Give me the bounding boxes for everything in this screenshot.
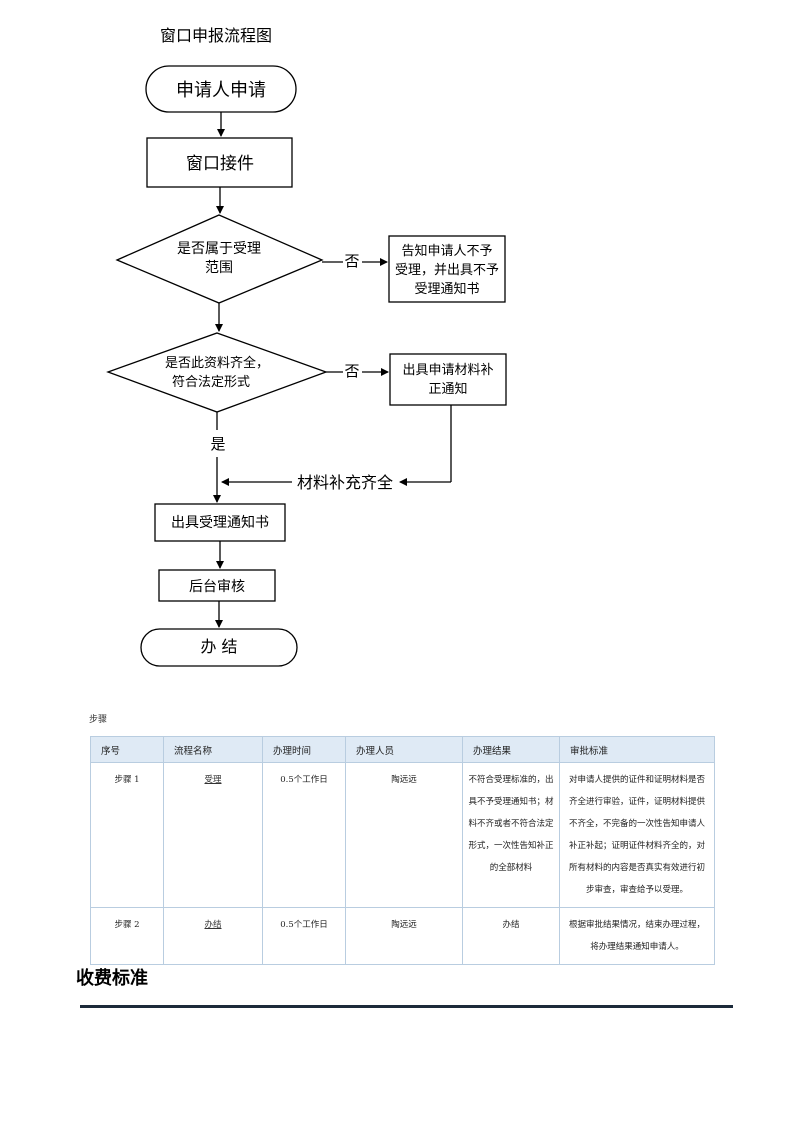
no2-edge-label: 否 xyxy=(344,362,359,380)
cell-person: 陶远远 xyxy=(345,907,463,965)
yes-edge-label: 是 xyxy=(210,435,225,453)
decision2-label: 是否此资料齐全， xyxy=(165,355,269,371)
decision1-node xyxy=(115,214,324,304)
cell-standard: 根据审批结果情况，结束办理过程，将办理结果通知申请人。 xyxy=(559,907,715,965)
end-node xyxy=(140,628,298,667)
notice2-node xyxy=(389,353,507,406)
cell-no: 步骤 1 xyxy=(90,762,164,908)
notice1-label: 告知申请人不予 xyxy=(401,243,492,259)
decision2-node xyxy=(106,332,328,413)
notice1-label: 受理通知书 xyxy=(414,281,479,297)
notice1-node xyxy=(388,235,506,303)
end-node-label: 办 结 xyxy=(200,637,237,656)
header-result: 办理结果 xyxy=(462,736,560,763)
start-node-label: 申请人申请 xyxy=(176,80,266,101)
step-name-link[interactable]: 办结 xyxy=(204,920,222,930)
flowchart-diagram: 申请人申请 窗口接件 是否属于受理 范围 否 告知申请人不予 受理，并出具不予 … xyxy=(106,65,507,667)
notice1-label: 受理，并出具不予 xyxy=(395,263,499,278)
notice2-label: 出具申请材料补 xyxy=(402,363,493,378)
notice2-label: 正通知 xyxy=(428,381,467,397)
fee-heading: 收费标准 xyxy=(76,968,148,989)
cell-name: 办结 xyxy=(163,907,263,965)
cell-standard: 对申请人提供的证件和证明材料是否齐全进行审验，证件，证明材料提供不齐全，不完备的… xyxy=(559,762,715,908)
steps-table: 序号 流程名称 办理时间 办理人员 办理结果 审批标准 步骤 1 受理 0.5个… xyxy=(90,736,715,965)
steps-section-label: 步骤 xyxy=(89,715,108,725)
cell-time: 0.5个工作日 xyxy=(262,762,346,908)
cell-result: 办结 xyxy=(462,907,560,965)
accept-node-label: 出具受理通知书 xyxy=(171,514,269,531)
cell-no: 步骤 2 xyxy=(90,907,164,965)
fee-divider xyxy=(80,1005,733,1008)
cell-time: 0.5个工作日 xyxy=(262,907,346,965)
table-header-row: 序号 流程名称 办理时间 办理人员 办理结果 审批标准 xyxy=(90,736,715,763)
supplement-edge-label: 材料补充齐全 xyxy=(297,473,393,492)
step-name-link[interactable]: 受理 xyxy=(204,775,222,785)
header-person: 办理人员 xyxy=(345,736,463,763)
decision1-label: 范围 xyxy=(205,259,233,276)
cell-person: 陶远远 xyxy=(345,762,463,908)
header-time: 办理时间 xyxy=(262,736,346,763)
cell-name: 受理 xyxy=(163,762,263,908)
flowchart-title: 窗口申报流程图 xyxy=(160,26,273,45)
header-standard: 审批标准 xyxy=(559,736,715,763)
cell-result: 不符合受理标准的，出具不予受理通知书；材料不齐或者不符合法定形式，一次性告知补正… xyxy=(462,762,560,908)
table-row: 步骤 1 受理 0.5个工作日 陶远远 不符合受理标准的，出具不予受理通知书；材… xyxy=(90,762,715,908)
no1-edge-label: 否 xyxy=(344,252,359,270)
review-node xyxy=(158,569,276,602)
header-no: 序号 xyxy=(90,736,164,763)
decision1-label: 是否属于受理 xyxy=(177,241,261,257)
review-node-label: 后台审核 xyxy=(189,579,245,595)
receive-node-label: 窗口接件 xyxy=(186,154,254,174)
decision2-label: 符合法定形式 xyxy=(172,374,250,390)
table-row: 步骤 2 办结 0.5个工作日 陶远远 办结 根据审批结果情况，结束办理过程，将… xyxy=(90,907,715,965)
header-name: 流程名称 xyxy=(163,736,263,763)
